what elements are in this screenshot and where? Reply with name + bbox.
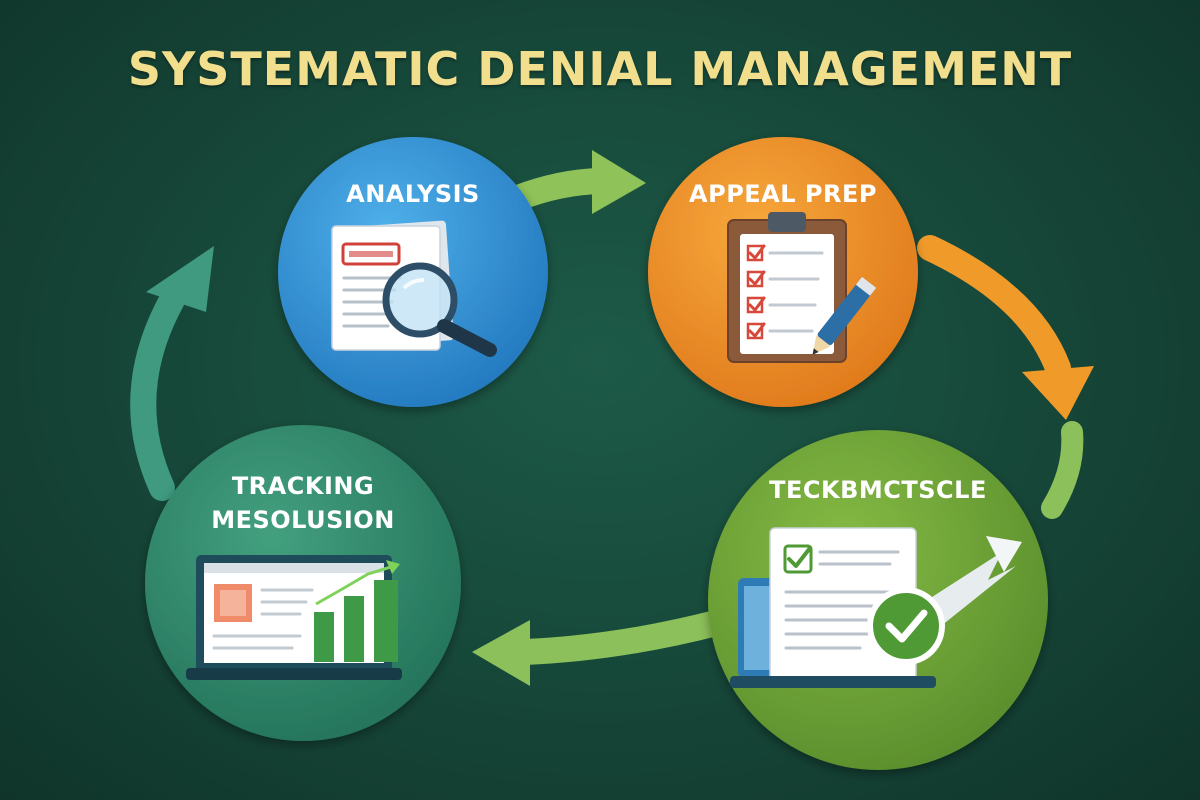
stage-label-check: TECKBMCTSCLE: [769, 476, 987, 504]
arrow-appeal-to-check: [917, 235, 1094, 420]
arrow-analysis-to-appeal: [505, 150, 646, 214]
stage-label-tracking-line1: TRACKING: [232, 472, 374, 500]
clipboard-checklist-icon: [727, 212, 877, 363]
stage-label-appeal: APPEAL PREP: [689, 180, 877, 208]
laptop-approved-icon: [730, 527, 1022, 688]
stage-label-tracking-line2: MESOLUSION: [211, 506, 395, 534]
arrow-check-to-tracking: [472, 609, 733, 686]
laptop-chart-icon: [186, 555, 402, 680]
arrow-tracking-to-analysis: [130, 246, 214, 501]
diagram-title: SYSTEMATIC DENIAL MANAGEMENT: [127, 42, 1073, 96]
stage-label-analysis: ANALYSIS: [346, 180, 480, 208]
arrow-connector-tail: [1041, 421, 1084, 519]
document-magnifier-icon: [331, 220, 497, 357]
